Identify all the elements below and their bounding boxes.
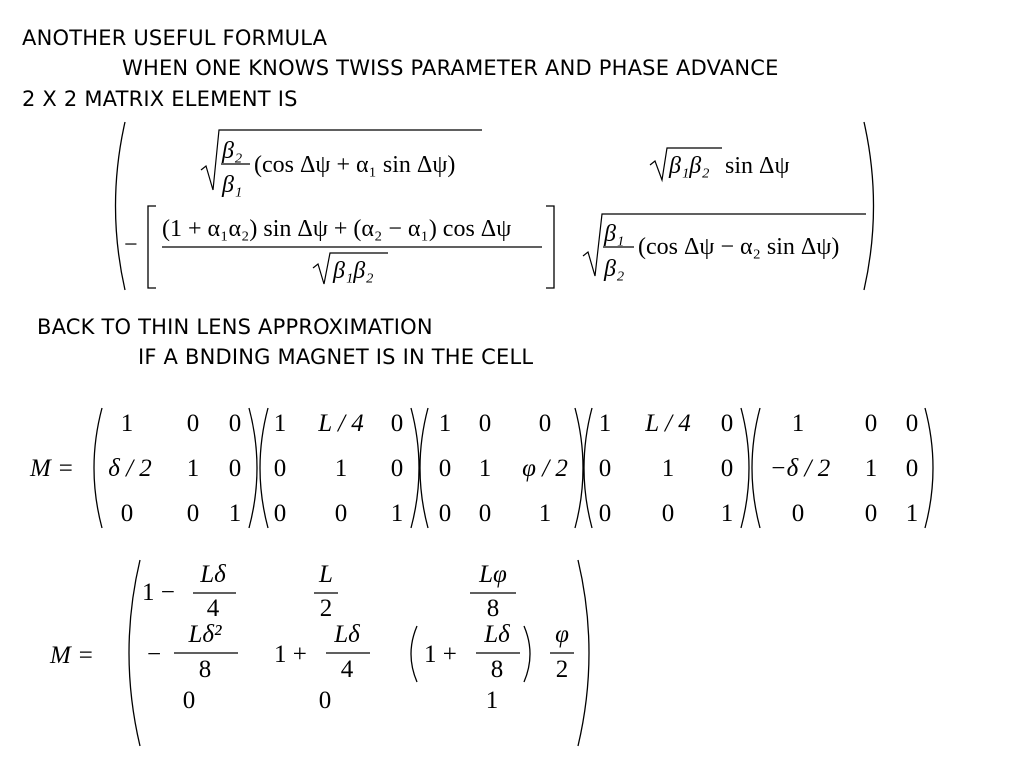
matrix-product: M = 1 0 0 δ / 2 1 0 0 0 1 1 L / 4 0 0 1 … (29, 407, 934, 529)
r1c3-den: 8 (487, 595, 500, 622)
heading-thin-lens: BACK TO THIN LENS APPROXIMATION (37, 315, 433, 339)
m5-cell: 1 (906, 500, 919, 527)
m4-cell: 1 (662, 455, 675, 482)
m3-cell: 0 (439, 455, 452, 482)
m3-cell: 1 (539, 500, 552, 527)
m4-cell: 0 (721, 455, 734, 482)
m12-sqrt-content: β₁β₂ (668, 153, 710, 179)
result-matrix: M = 1 − Lδ 4 L 2 Lφ 8 − Lδ² 8 1 + Lδ 4 1… (49, 559, 590, 747)
m1-cell: 0 (187, 410, 200, 437)
r2c3-lead: 1 + (424, 641, 457, 668)
twiss-matrix: β₂ β₁ (cos Δψ + α₁ sin Δψ) β₁β₂ sin Δψ −… (114, 121, 875, 291)
r2c3-frac-num: φ (555, 621, 569, 648)
product-lhs: M = (29, 455, 74, 482)
m2-cell: 1 (391, 500, 404, 527)
m5-cell: 0 (865, 410, 878, 437)
heading-another-useful-formula: ANOTHER USEFUL FORMULA (22, 26, 328, 50)
m3-cell: 1 (439, 410, 452, 437)
m5-cell: 1 (792, 410, 805, 437)
m5-cell: 0 (792, 500, 805, 527)
m3-cell: 0 (539, 410, 552, 437)
r2c2-num: Lδ (333, 621, 360, 648)
m1-cell: 0 (121, 500, 134, 527)
matrix-1: 1 0 0 δ / 2 1 0 0 0 1 (93, 407, 258, 529)
m1-cell: 1 (229, 500, 242, 527)
m4-cell: 0 (721, 410, 734, 437)
m3-cell: 0 (479, 500, 492, 527)
heading-bending-magnet: IF A BNDING MAGNET IS IN THE CELL (138, 345, 534, 369)
m1-cell: 0 (229, 455, 242, 482)
r2c1-den: 8 (199, 656, 212, 683)
m1-cell: 1 (121, 410, 134, 437)
m3-cell: 0 (479, 410, 492, 437)
m1-cell: 0 (187, 500, 200, 527)
r1c1-num: Lδ (199, 561, 226, 588)
r1c3-num: Lφ (478, 561, 507, 588)
m11-frac-den: β₁ (221, 172, 242, 198)
heading-matrix-element: 2 X 2 MATRIX ELEMENT IS (22, 87, 298, 111)
m2-cell: 1 (274, 410, 287, 437)
m2-cell: 0 (274, 455, 287, 482)
m2-cell: 0 (335, 500, 348, 527)
result-lhs: M = (49, 642, 94, 669)
r2c1-num: Lδ² (187, 621, 222, 648)
m11-rest: (cos Δψ + α₁ sin Δψ) (254, 152, 455, 178)
r1c2-num: L (318, 561, 333, 588)
m4-cell: 1 (721, 500, 734, 527)
r2c3-frac-den: 2 (556, 656, 569, 683)
matrix-4: 1 L / 4 0 0 1 0 0 0 1 (583, 407, 750, 529)
r2c1-sign: − (147, 641, 161, 668)
r2c3-num: Lδ (483, 621, 510, 648)
m11-frac-num: β₂ (221, 138, 242, 164)
m2-cell: 0 (391, 410, 404, 437)
m5-cell: 1 (865, 455, 878, 482)
m2-cell: 1 (335, 455, 348, 482)
m22-frac-num: β₁ (603, 221, 624, 247)
m1-cell: 1 (187, 455, 200, 482)
m22-rest: (cos Δψ − α₂ sin Δψ) (638, 234, 839, 260)
m5-cell: 0 (865, 500, 878, 527)
matrix-3: 1 0 0 0 1 φ / 2 0 0 1 (419, 407, 584, 529)
m2-cell: 0 (274, 500, 287, 527)
m21-denominator: β₁β₂ (332, 258, 374, 284)
m3-cell: φ / 2 (522, 455, 568, 482)
m5-cell: 0 (906, 455, 919, 482)
matrix-2: 1 L / 4 0 0 1 0 0 0 1 (259, 407, 420, 529)
r3c3: 1 (486, 687, 499, 714)
m21-sign: − (124, 232, 138, 258)
m1-cell: δ / 2 (108, 455, 152, 482)
m2-cell: 0 (391, 455, 404, 482)
r3c1: 0 (183, 687, 196, 714)
r2c3-den: 8 (491, 656, 504, 683)
m4-cell: 1 (599, 410, 612, 437)
r2c2-lead: 1 + (274, 641, 307, 668)
m2-cell: L / 4 (317, 410, 363, 437)
r1c2-den: 2 (320, 595, 333, 622)
m21-numerator: (1 + α₁α₂) sin Δψ + (α₂ − α₁) cos Δψ (162, 216, 511, 242)
m12-rest: sin Δψ (725, 153, 789, 179)
m22-frac-den: β₂ (603, 256, 624, 282)
heading-twiss-parameter: WHEN ONE KNOWS TWISS PARAMETER AND PHASE… (122, 56, 779, 80)
m4-cell: L / 4 (644, 410, 690, 437)
r1c1-lead: 1 − (142, 579, 175, 606)
m3-cell: 1 (479, 455, 492, 482)
m1-cell: 0 (229, 410, 242, 437)
m4-cell: 0 (662, 500, 675, 527)
r3c2: 0 (319, 687, 332, 714)
r2c2-den: 4 (341, 656, 354, 683)
m5-cell: 0 (906, 410, 919, 437)
m4-cell: 0 (599, 500, 612, 527)
matrix-5: 1 0 0 −δ / 2 1 0 0 0 1 (751, 407, 934, 529)
r1c1-den: 4 (207, 595, 220, 622)
m5-cell: −δ / 2 (770, 455, 830, 482)
m4-cell: 0 (599, 455, 612, 482)
m3-cell: 0 (439, 500, 452, 527)
